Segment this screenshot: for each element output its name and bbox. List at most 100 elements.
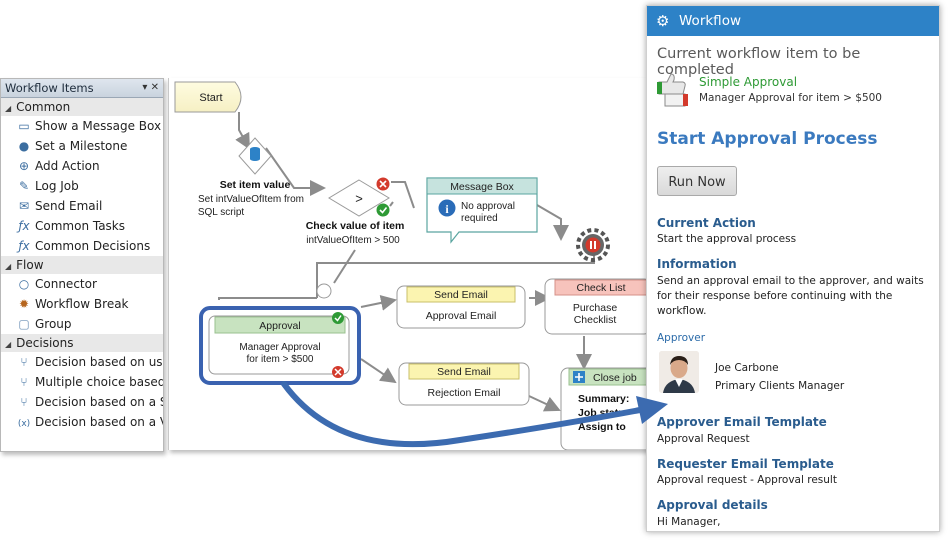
collapse-arrow-icon[interactable]: ◢ (5, 262, 12, 271)
set-item-value-node[interactable]: Set item value Set intValueOfItem from S… (198, 137, 304, 218)
message-box-body-2: required (461, 213, 498, 224)
send-email-2-title: Send Email (437, 366, 491, 378)
check-value-node[interactable]: > Check value of item intValueOfItem > 5… (306, 177, 405, 247)
toolbox-item-connector[interactable]: ○Connector (1, 274, 163, 294)
panel-title: Start Approval Process (657, 129, 878, 149)
success-icon (332, 312, 344, 324)
check-title: Check value of item (306, 220, 405, 232)
info-icon: i (438, 199, 456, 217)
close-job-line-2: Job statu (578, 407, 625, 419)
set-item-desc-2: SQL script (198, 207, 245, 218)
current-item-desc: Manager Approval for item > $500 (699, 92, 882, 104)
error-icon (376, 177, 390, 191)
category-flow[interactable]: ◢Flow (1, 256, 163, 274)
message-box-body-1: No approval (461, 201, 515, 212)
toolbox-item-multiple-choice[interactable]: ⑂Multiple choice based (1, 372, 163, 392)
send-email-1-body: Approval Email (426, 310, 497, 322)
workflow-panel: ⚙ Workflow Current workflow item to be c… (646, 5, 940, 532)
collapse-arrow-icon[interactable]: ◢ (5, 104, 12, 113)
toolbox-item-set-milestone[interactable]: ●Set a Milestone (1, 136, 163, 156)
error-icon (332, 366, 344, 378)
variable-icon: (x) (17, 419, 31, 429)
toolbox-item-group[interactable]: ▢Group (1, 314, 163, 334)
workflow-items-toolbox: Workflow Items ▾ ✕ ◢Common ▭Show a Messa… (0, 78, 164, 452)
approval-details-heading: Approval details (657, 498, 768, 512)
workflow-icon: ⚙ (656, 12, 670, 30)
email-icon: ✉ (18, 199, 30, 213)
send-email-approval-node[interactable]: Send Email Approval Email (396, 285, 526, 329)
information-heading: Information (657, 257, 737, 271)
current-action-text: Start the approval process (657, 233, 797, 245)
panel-header: ⚙ Workflow (647, 6, 939, 36)
approval-body-1: Manager Approval (239, 342, 320, 353)
group-icon: ▢ (18, 317, 30, 331)
send-email-2-body: Rejection Email (428, 387, 501, 399)
close-job-node[interactable]: Close job Summary: Job statu Assign to (560, 367, 649, 450)
greater-than-symbol: > (355, 191, 363, 206)
close-job-title: Close job (593, 372, 637, 384)
avatar (659, 351, 699, 393)
approval-thumbs-icon (655, 72, 691, 108)
set-item-title: Set item value (220, 179, 291, 191)
toolbox-item-log-job[interactable]: ✎Log Job (1, 176, 163, 196)
requester-email-text: Approval request - Approval result (657, 474, 837, 486)
toolbox-title: Workflow Items (5, 81, 94, 95)
junction-node[interactable] (316, 283, 332, 299)
send-email-1-title: Send Email (434, 289, 488, 301)
database-icon (250, 147, 260, 161)
toolbox-item-show-message-box[interactable]: ▭Show a Message Box (1, 116, 163, 136)
gear-icon: ✹ (18, 297, 30, 311)
approval-node[interactable]: Approval Manager Approval for item > $50… (199, 306, 361, 385)
checklist-title: Check List (576, 282, 625, 294)
check-list-node[interactable]: Check List Purchase Checklist (544, 278, 649, 335)
approver-name: Joe Carbone (715, 362, 779, 374)
function-icon: ƒx (18, 239, 30, 253)
decision-icon: ⑂ (20, 395, 28, 409)
log-job-icon: ✎ (18, 179, 30, 193)
success-icon (376, 203, 390, 217)
send-email-rejection-node[interactable]: Send Email Rejection Email (398, 362, 530, 406)
message-box-title: Message Box (450, 181, 514, 193)
current-action-heading: Current Action (657, 216, 756, 230)
checklist-body-2: Checklist (574, 314, 617, 326)
connector-icon: ○ (18, 277, 30, 291)
workflow-canvas[interactable]: Start Set item value Set intValueOfItem … (168, 78, 649, 450)
approver-email-text: Approval Request (657, 433, 750, 445)
toolbox-pin-icon[interactable]: ▾ ✕ (142, 82, 159, 93)
check-desc: intValueOfItem > 500 (306, 235, 400, 246)
approval-body-2: for item > $500 (247, 354, 314, 365)
function-icon: ƒx (18, 219, 30, 233)
checklist-body-1: Purchase (573, 302, 618, 314)
toolbox-item-decision-user[interactable]: ⑂Decision based on us (1, 352, 163, 372)
start-node[interactable]: Start (174, 81, 242, 113)
message-box-node[interactable]: Message Box i No approval required (426, 177, 538, 244)
toolbox-item-decision-v[interactable]: (x)Decision based on a V (1, 412, 163, 432)
toolbox-item-decision-s[interactable]: ⑂Decision based on a S (1, 392, 163, 412)
add-icon (573, 371, 585, 383)
toolbox-item-workflow-break[interactable]: ✹Workflow Break (1, 294, 163, 314)
approval-details-text: Hi Manager, (657, 516, 721, 528)
category-common[interactable]: ◢Common (1, 98, 163, 116)
svg-text:i: i (445, 202, 449, 216)
approval-title: Approval (259, 320, 300, 332)
category-decisions[interactable]: ◢Decisions (1, 334, 163, 352)
panel-subtitle: Current workflow item to be completed (657, 46, 861, 78)
milestone-icon: ● (18, 139, 30, 153)
information-text: Send an approval email to the approver, … (657, 275, 924, 317)
approver-role: Primary Clients Manager (715, 380, 845, 392)
current-item-name[interactable]: Simple Approval (699, 75, 798, 89)
decision-icon: ⑂ (20, 355, 28, 369)
message-box-icon: ▭ (18, 119, 30, 133)
decision-icon: ⑂ (20, 375, 28, 389)
toolbox-item-send-email[interactable]: ✉Send Email (1, 196, 163, 216)
workflow-break-gear-icon[interactable] (576, 228, 610, 262)
close-job-line-3: Assign to (578, 421, 626, 433)
start-label: Start (199, 92, 222, 104)
toolbox-item-add-action[interactable]: ⊕Add Action (1, 156, 163, 176)
panel-header-title: Workflow (679, 13, 741, 29)
collapse-arrow-icon[interactable]: ◢ (5, 340, 12, 349)
set-item-desc-1: Set intValueOfItem from (198, 194, 304, 205)
run-now-button[interactable]: Run Now (657, 166, 737, 196)
